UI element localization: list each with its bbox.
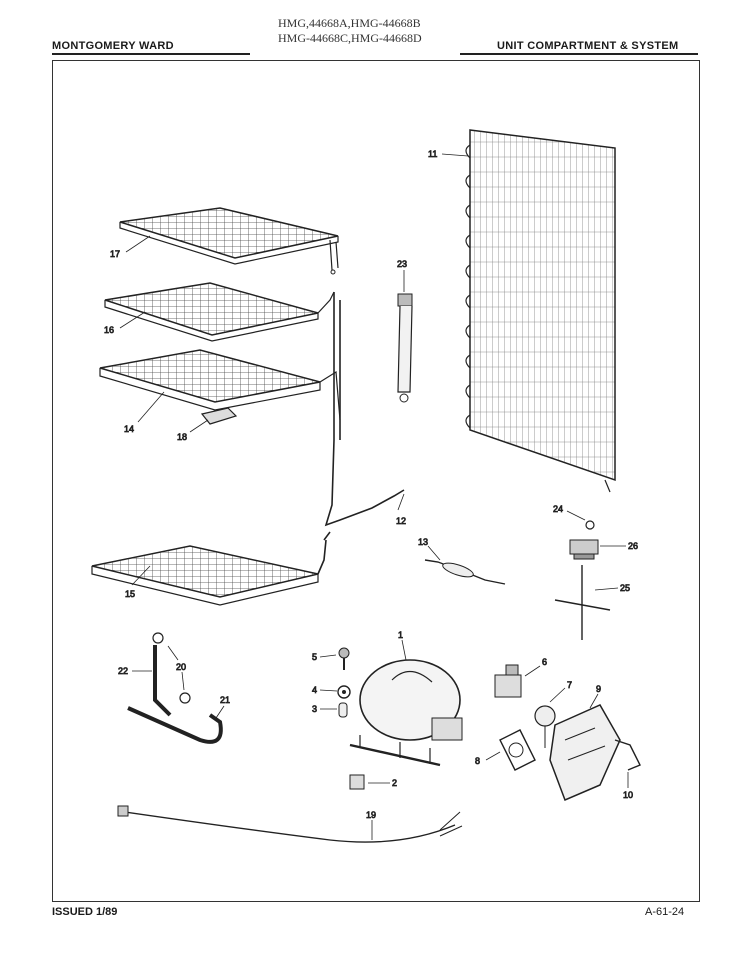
diagram-frame	[52, 60, 700, 902]
part-21	[127, 706, 223, 744]
svg-text:17: 17	[110, 249, 120, 259]
part-24	[585, 520, 595, 530]
brand-rule	[52, 53, 250, 55]
callout-6: 6	[524, 657, 547, 677]
part-7	[534, 705, 556, 748]
callout-18: 18	[177, 419, 209, 442]
part-22	[153, 645, 172, 717]
svg-text:13: 13	[418, 537, 428, 547]
part-23	[397, 293, 413, 403]
page-code: A-61-24	[645, 906, 685, 918]
svg-text:5: 5	[312, 652, 317, 662]
part-25	[554, 565, 611, 640]
evaporator-shelf-16	[104, 282, 335, 342]
part-2	[349, 774, 365, 790]
part-4	[337, 685, 351, 699]
callout-15: 15	[125, 565, 151, 599]
callout-11: 11	[428, 149, 469, 159]
section-rule	[460, 53, 698, 55]
callout-25: 25	[594, 583, 630, 593]
issued-date: ISSUED 1/89	[52, 906, 118, 918]
callout-26: 26	[600, 541, 638, 551]
model-numbers-line1: HMG,44668A,HMG-44668B	[278, 16, 421, 30]
callout-21: 21	[215, 695, 230, 719]
callout-4: 4	[312, 685, 338, 695]
callout-12: 12	[396, 493, 406, 526]
evaporator-shelf-17	[119, 207, 339, 275]
callout-5: 5	[312, 652, 337, 662]
part-9	[549, 704, 621, 801]
callout-1: 1	[398, 630, 407, 661]
callouts: 11 17 16 14 18 23 12 13 24 26 25 15 1 5 …	[104, 149, 638, 840]
svg-text:20: 20	[176, 662, 186, 672]
svg-text:3: 3	[312, 704, 317, 714]
part-19	[117, 805, 463, 843]
svg-text:1: 1	[398, 630, 403, 640]
svg-text:6: 6	[542, 657, 547, 667]
svg-text:9: 9	[596, 684, 601, 694]
evaporator-shelf-14	[99, 349, 341, 421]
svg-text:15: 15	[125, 589, 135, 599]
part-18	[200, 407, 238, 425]
part-20	[152, 632, 191, 704]
svg-text:2: 2	[392, 778, 397, 788]
callout-19: 19	[366, 810, 376, 840]
svg-text:7: 7	[567, 680, 572, 690]
part-13	[424, 559, 506, 585]
callout-20: 20	[167, 645, 186, 691]
callout-16: 16	[104, 311, 146, 335]
condenser-coil-11	[465, 129, 616, 493]
svg-text:14: 14	[124, 424, 134, 434]
svg-text:11: 11	[428, 149, 437, 159]
svg-text:26: 26	[628, 541, 638, 551]
svg-text:16: 16	[104, 325, 114, 335]
callout-9: 9	[589, 684, 601, 709]
callout-7: 7	[549, 680, 572, 703]
svg-text:25: 25	[620, 583, 630, 593]
svg-text:21: 21	[220, 695, 230, 705]
compressor-1	[349, 659, 463, 767]
brand-label: MONTGOMERY WARD	[52, 40, 174, 52]
svg-text:12: 12	[396, 516, 406, 526]
callout-14: 14	[124, 391, 165, 434]
part-6	[494, 664, 522, 698]
callout-17: 17	[110, 235, 151, 259]
callout-13: 13	[418, 537, 441, 561]
part-3	[338, 702, 348, 718]
connecting-tubing	[317, 292, 405, 575]
svg-text:22: 22	[118, 666, 128, 676]
section-title: UNIT COMPARTMENT & SYSTEM	[497, 40, 679, 52]
callout-8: 8	[475, 751, 501, 766]
callout-3: 3	[312, 704, 337, 714]
model-numbers-line2: HMG-44668C,HMG-44668D	[278, 31, 422, 45]
callout-22: 22	[118, 666, 152, 676]
svg-text:23: 23	[397, 259, 407, 269]
svg-text:18: 18	[177, 432, 187, 442]
part-8	[499, 729, 536, 771]
svg-text:4: 4	[312, 685, 317, 695]
svg-text:19: 19	[366, 810, 376, 820]
svg-text:24: 24	[553, 504, 563, 514]
svg-text:10: 10	[623, 790, 633, 800]
callout-2: 2	[368, 778, 397, 788]
svg-text:8: 8	[475, 756, 480, 766]
part-5	[338, 647, 350, 670]
part-26	[569, 539, 599, 560]
callout-23: 23	[397, 259, 407, 292]
callout-10: 10	[623, 772, 633, 800]
callout-24: 24	[553, 504, 586, 521]
part-10	[614, 739, 641, 771]
